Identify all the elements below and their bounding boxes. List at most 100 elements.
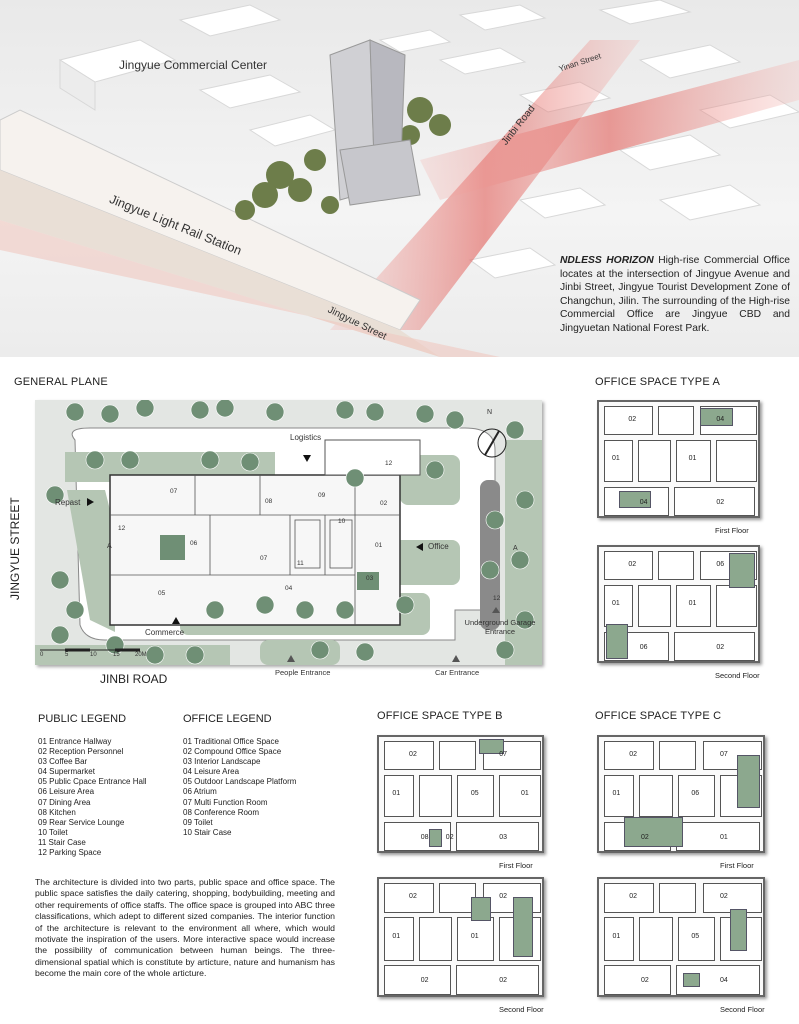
landscape-area [479, 739, 505, 754]
room-outline [675, 439, 712, 483]
room-number: 02 [628, 561, 637, 569]
room-outline [716, 439, 758, 483]
repast-entrance-label: Repast [55, 498, 81, 507]
room-outline [603, 550, 653, 581]
room-number: 11 [297, 560, 304, 567]
legend-item: 10 Stair Case [183, 827, 232, 837]
tree-icon [200, 450, 220, 470]
floor-caption: Second Floor [720, 1005, 765, 1014]
room-number: 01 [392, 790, 401, 798]
tree-icon [185, 645, 205, 665]
description-text: High-rise Commercial Office locates at t… [560, 255, 790, 334]
aerial-illustration [0, 0, 799, 357]
general-plane-title: GENERAL PLANE [14, 376, 108, 388]
room-outline [677, 774, 715, 818]
room-number: 01 [470, 933, 479, 940]
room-number: 01 [688, 455, 697, 463]
room-number: 01 [612, 933, 621, 940]
room-number: 12 [118, 525, 126, 532]
room-number: 09 [318, 492, 326, 499]
room-number: 02 [716, 498, 725, 506]
tree-icon [190, 400, 210, 420]
room-number: 07 [260, 555, 268, 562]
tree-icon [515, 490, 535, 510]
car-entrance-label: Car Entrance [435, 668, 480, 677]
office-type-c-title: OFFICE SPACE TYPE C [595, 710, 722, 722]
scale-tick-label: 5 [65, 652, 69, 658]
scale-tick-label: 15 [113, 652, 120, 658]
room-number: 07 [719, 751, 728, 759]
section-mark-a-left: A [107, 543, 112, 550]
room-outline [639, 917, 673, 961]
room-outline [604, 774, 635, 818]
room-number: 02 [499, 977, 508, 985]
room-outline [676, 821, 761, 852]
aerial-rendering: Jingyue Commercial Center Yinan Street J… [0, 0, 799, 357]
tree-icon [135, 400, 155, 418]
room-number: 01 [520, 790, 529, 798]
commerce-entrance-label: Commerce [145, 628, 185, 637]
room-outline [439, 740, 476, 771]
room-outline [639, 774, 673, 818]
tree-icon [50, 570, 70, 590]
tree-icon [495, 640, 515, 660]
tree-icon [335, 600, 355, 620]
tree-icon [295, 600, 315, 620]
room-outline [455, 821, 540, 852]
project-description: NDLESS HORIZON High-rise Commercial Offi… [560, 254, 790, 336]
room-number: 01 [612, 455, 620, 463]
room-outline [604, 740, 655, 771]
section-mark-a-right: A [513, 545, 518, 552]
room-number: 02 [409, 893, 417, 901]
room-number: 02 [716, 643, 725, 651]
room-outline [603, 405, 653, 436]
room-number: 01 [375, 542, 383, 549]
room-number: 07 [499, 751, 508, 759]
office-type-a-title: OFFICE SPACE TYPE A [595, 376, 721, 388]
room-number: 12 [493, 595, 501, 602]
room-number: 04 [285, 585, 293, 592]
legend-item: 01 Entrance Hallway [38, 737, 112, 746]
room-number: 03 [499, 833, 508, 841]
scale-tick-label: 0 [40, 652, 44, 658]
tree-icon [65, 600, 85, 620]
room-outline [638, 439, 671, 483]
office-type-b-title: OFFICE SPACE TYPE B [377, 710, 503, 722]
room-number: 10 [338, 518, 346, 525]
room-outline [384, 965, 451, 996]
room-number: 05 [470, 790, 479, 798]
room-number: 08 [420, 833, 429, 841]
tree-icon [480, 560, 500, 580]
tree-icon [310, 640, 330, 660]
room-number: 01 [688, 600, 697, 608]
tree-icon [45, 485, 65, 505]
room-outline [716, 584, 758, 628]
landscape-area [624, 817, 683, 847]
room-number: 01 [612, 790, 621, 798]
room-outline [603, 584, 634, 628]
floor-caption: First Floor [715, 526, 749, 535]
landscape-area [700, 407, 733, 426]
tree-icon [485, 510, 505, 530]
legend-item: 05 Outdoor Landscape Platform [183, 777, 297, 787]
room-outline [673, 486, 756, 517]
room-number: 05 [691, 933, 700, 940]
office-entrance-label: Office [428, 542, 449, 551]
people-entrance-label: People Entrance [275, 668, 331, 677]
public-legend-title: PUBLIC LEGEND [38, 713, 127, 725]
legend-item: 02 Compound Office Space [183, 747, 282, 757]
tree-icon [445, 410, 465, 430]
tree-icon [100, 404, 120, 424]
jinbi-road-label: JINBI ROAD [100, 672, 168, 686]
room-outline [384, 740, 435, 771]
tree-icon [515, 610, 535, 630]
landscape-area [729, 552, 756, 589]
room-outline [673, 631, 756, 662]
legend-item: 03 Coffee Bar [38, 757, 88, 767]
landscape-area [429, 829, 443, 847]
room-number: 06 [639, 643, 648, 651]
tree-icon [505, 420, 525, 440]
room-outline [659, 882, 697, 913]
landscape-area [512, 897, 533, 957]
